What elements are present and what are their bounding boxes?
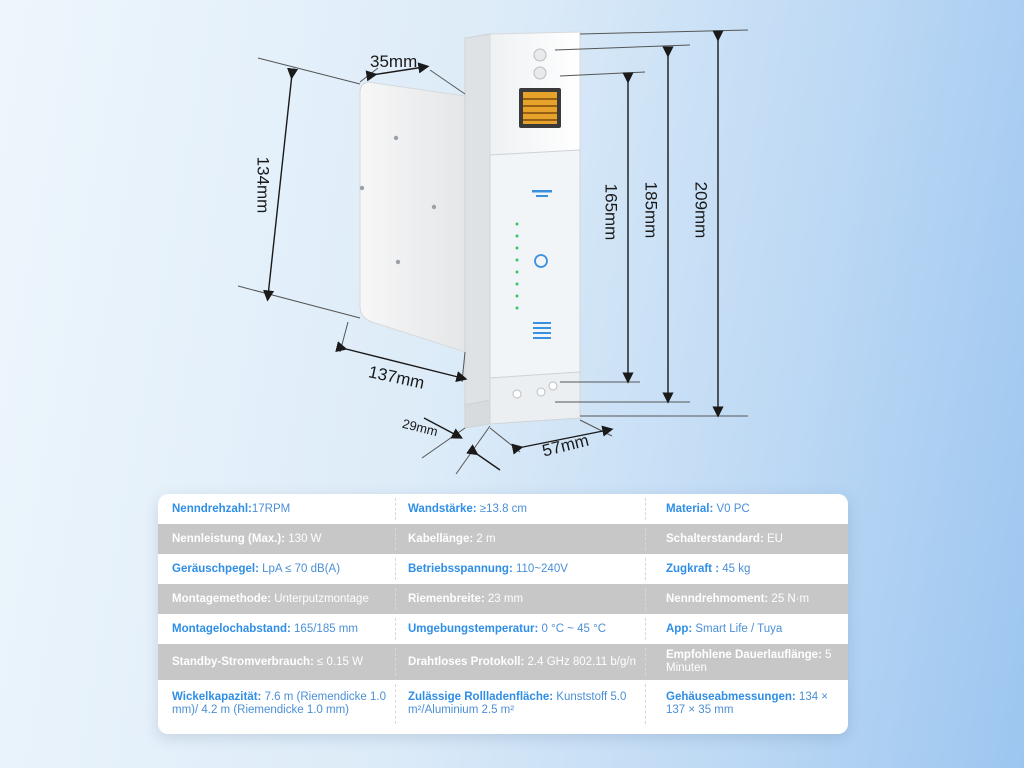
spec-value: 25 N·m [768,592,810,605]
spec-label: Gehäuseabmessungen: [666,691,796,703]
spec-label: Zugkraft : [666,562,720,575]
device-drawing [237,29,749,475]
spec-label: Drahtloses Protokoll: [408,655,525,668]
spec-value: Kunststoff 5.0 m²/Aluminium 2.5 m² [408,691,627,716]
table-row: Montagemethode: Unterputzmontage Riemenb… [158,584,848,614]
spec-value: 23 mm [484,592,524,605]
table-row: Wickelkapazität: 7.6 m (Riemendicke 1.0 … [158,680,848,728]
spec-value: LpA ≤ 70 dB(A) [258,562,341,575]
spec-label: Wickelkapazität: [172,691,262,703]
spec-value: 45 kg [719,562,751,575]
spec-label: Geräuschpegel: [172,562,259,575]
product-illustration: 35mm 134mm 137mm 29mm 57mm 165mm 185mm 2… [237,29,749,475]
dim-height-back: 134mm [253,156,273,214]
spec-value: Unterputzmontage [271,592,369,605]
spec-value: 2.4 GHz 802.11 b/g/n [524,655,636,668]
spec-label: Zulässige Rollladenfläche: [408,691,554,703]
pause-icon [534,254,548,268]
terminal-block [489,371,581,425]
table-row: Standby-Stromverbrauch: ≤ 0.15 W Drahtlo… [158,644,848,680]
screw-hole [359,185,365,191]
dim-height-total: 209mm [691,181,711,239]
spec-label: Montagelochabstand: [172,622,291,635]
spec-label: Material: [666,502,714,515]
spec-label: Schalterstandard: [666,532,764,545]
spec-value: 17RPM [251,502,291,515]
table-row: Nenndrehzahl:17RPM Wandstärke: ≥13.8 cm … [158,494,848,524]
spec-value: 2 m [473,532,496,545]
table-row: Nennleistung (Max.): 130 W Kabellänge: 2… [158,524,848,554]
spec-label: Umgebungstemperatur: [408,622,539,635]
spec-value: 134 × 137 × 35 mm [666,691,829,716]
spec-value: 0 °C ~ 45 °C [538,622,607,635]
spec-label: Montagemethode: [172,592,272,605]
spec-label: Riemenbreite: [408,592,485,605]
spec-value: V0 PC [713,502,750,515]
spec-value: 165/185 mm [290,622,358,635]
spec-label: Nennleistung (Max.): [172,532,286,545]
screw-hole [393,135,399,141]
spec-value: ≥13.8 cm [476,502,528,515]
up-icon [532,190,552,193]
spec-label: Nenndrehzahl: [172,502,252,515]
table-row: Geräuschpegel: LpA ≤ 70 dB(A) Betriebssp… [158,554,848,584]
spec-label: Empfohlene Dauerlauflänge: [666,649,822,661]
spec-label: Wandstärke: [408,502,477,515]
dim-height-inner: 165mm [601,183,621,241]
spec-value: ≤ 0.15 W [313,655,363,668]
spec-value: 7.6 m (Riemendicke 1.0 mm)/ 4.2 m (Rieme… [172,691,387,716]
spec-value: 130 W [285,532,322,545]
spec-label: Kabellänge: [408,532,474,545]
spec-label: Standby-Stromverbrauch: [172,655,314,668]
spec-value: Smart Life / Tuya [692,622,783,635]
spec-label: Nenndrehmoment: [666,592,769,605]
down-icon [533,322,551,339]
table-row: Montagelochabstand: 165/185 mm Umgebungs… [158,614,848,644]
spec-label: App: [666,622,693,635]
spec-label: Betriebsspannung: [408,562,513,575]
spec-value: 110~240V [512,562,568,575]
back-plate [359,81,466,353]
spec-value: EU [763,532,783,545]
led-indicator [515,222,519,310]
dim-depth: 35mm [370,52,418,71]
dim-height-mid: 185mm [641,181,661,239]
spec-value: 5 Minuten [666,649,832,674]
screw-hole [395,259,401,265]
spec-table: Nenndrehzahl:17RPM Wandstärke: ≥13.8 cm … [158,494,848,734]
screw-hole [431,204,437,210]
